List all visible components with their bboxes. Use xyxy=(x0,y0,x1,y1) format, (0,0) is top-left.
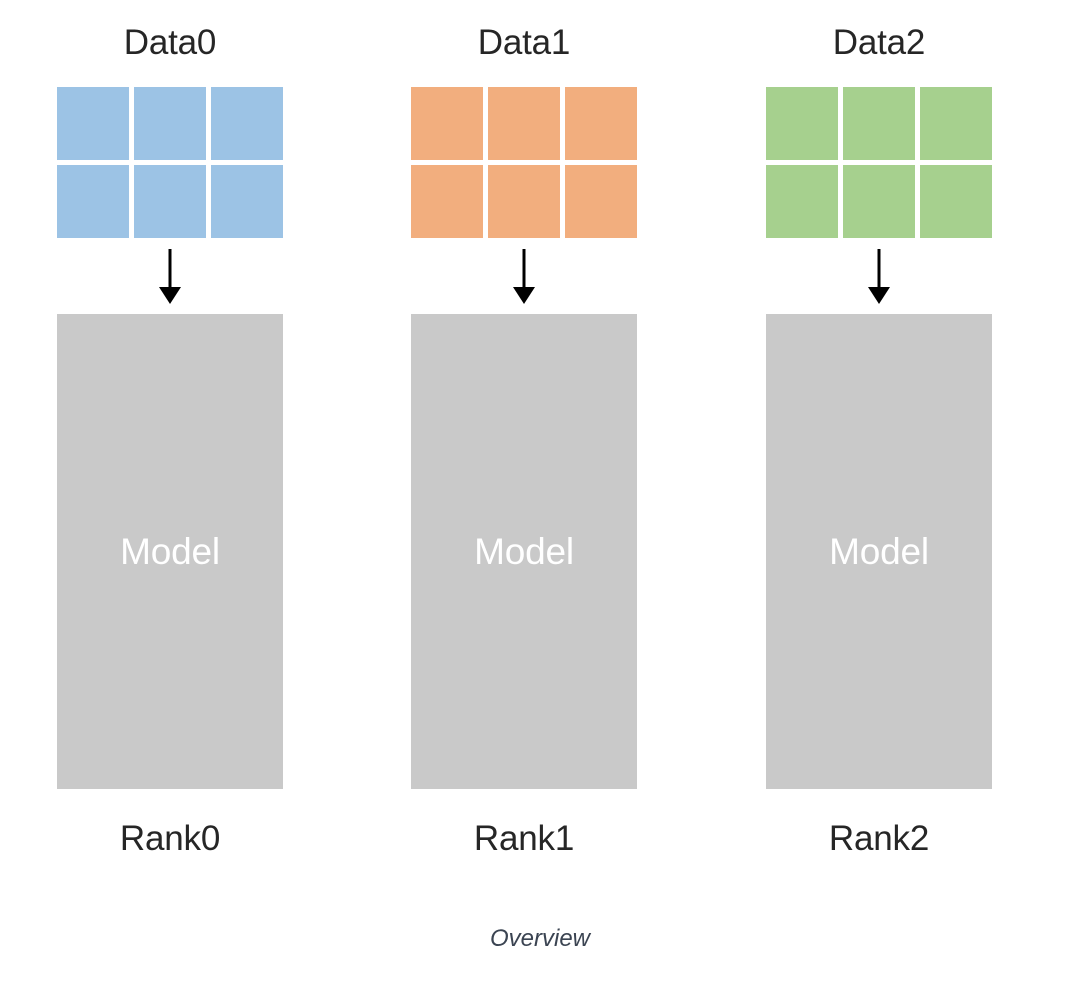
data-shard-cell xyxy=(57,87,129,160)
model-label-2: Model xyxy=(829,530,929,572)
data-shard-cell xyxy=(411,87,483,160)
data-label-0: Data0 xyxy=(123,23,217,62)
down-arrow-icon xyxy=(868,249,890,304)
data-shard-grid-0 xyxy=(57,87,283,238)
data-shard-grid-2 xyxy=(766,87,992,238)
data-shard-cell xyxy=(920,87,992,160)
rank-label-0: Rank0 xyxy=(119,819,221,858)
data-shard-cell xyxy=(920,165,992,238)
data-shard-cell xyxy=(843,165,915,238)
data-shard-cell xyxy=(211,87,283,160)
data-shard-cell xyxy=(843,87,915,160)
data-shard-cell xyxy=(766,87,838,160)
data-shard-cell xyxy=(134,165,206,238)
data-shard-cell xyxy=(565,87,637,160)
rank-label-2: Rank2 xyxy=(828,819,930,858)
model-label-1: Model xyxy=(474,530,574,572)
down-arrow-icon xyxy=(159,249,181,304)
data-shard-cell xyxy=(211,165,283,238)
data-label-2: Data2 xyxy=(832,23,926,62)
model-box-rank2: Model xyxy=(766,314,992,789)
data-shard-cell xyxy=(57,165,129,238)
data-shard-cell xyxy=(134,87,206,160)
figure-caption: Overview xyxy=(489,925,591,952)
data-shard-cell xyxy=(766,165,838,238)
data-label-1: Data1 xyxy=(477,23,571,62)
data-shard-cell xyxy=(411,165,483,238)
model-label-0: Model xyxy=(120,530,220,572)
model-box-rank0: Model xyxy=(57,314,283,789)
rank-label-1: Rank1 xyxy=(473,819,575,858)
data-shard-cell xyxy=(488,165,560,238)
data-shard-cell xyxy=(565,165,637,238)
model-box-rank1: Model xyxy=(411,314,637,789)
down-arrow-icon xyxy=(513,249,535,304)
data-shard-cell xyxy=(488,87,560,160)
data-shard-grid-1 xyxy=(411,87,637,238)
